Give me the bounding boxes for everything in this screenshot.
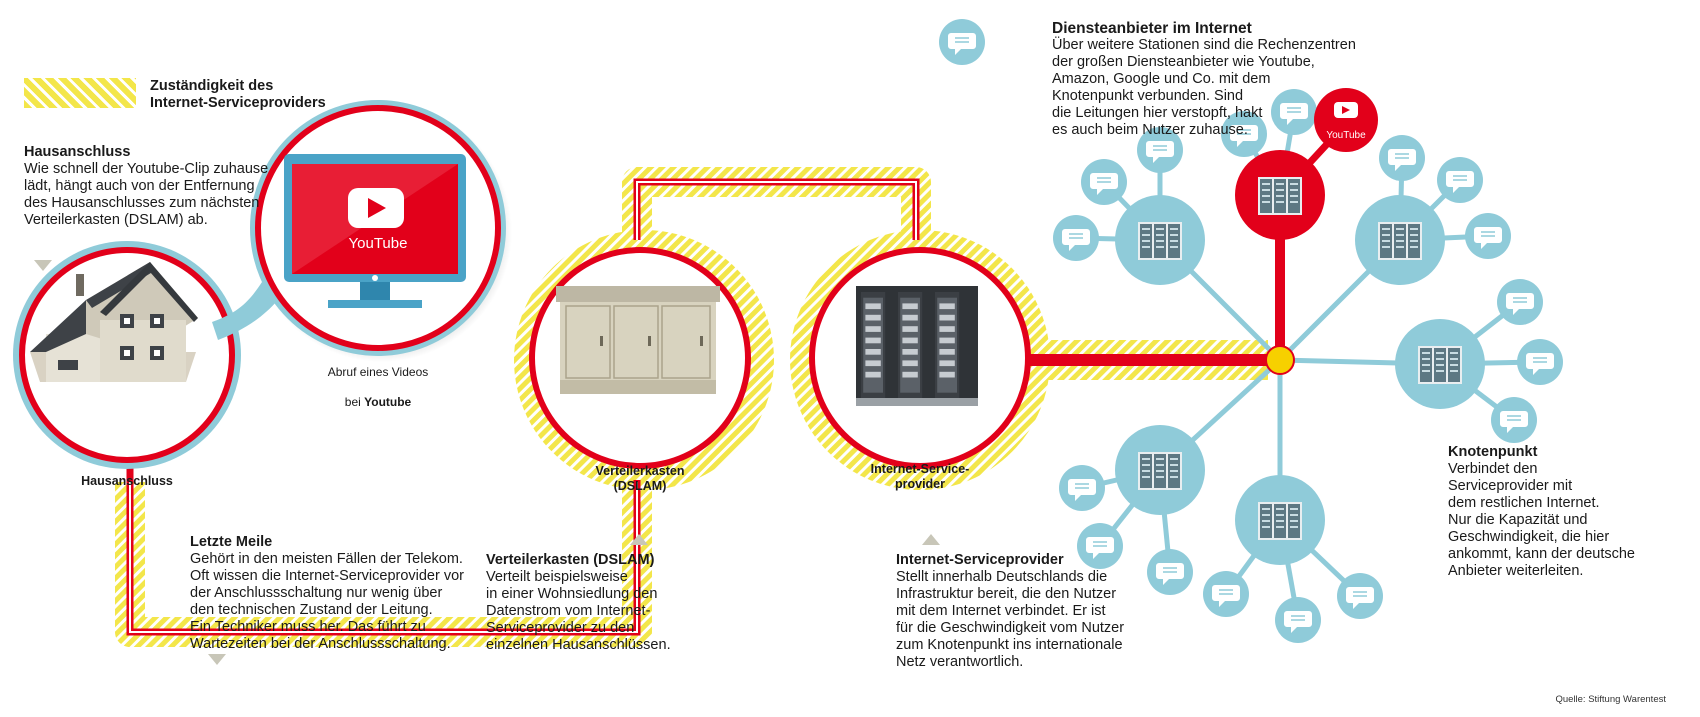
letzte-meile-body: Gehört in den meisten Fällen der Telekom… <box>190 551 464 652</box>
diensteanbieter-heading: Diensteanbieter im Internet <box>1052 20 1252 37</box>
verteilerkasten-label: Verteilerkasten (DSLAM) <box>595 464 685 493</box>
svg-text:YouTube: YouTube <box>1326 130 1366 141</box>
house-icon <box>30 262 198 382</box>
knotenpunkt-body: Verbindet den Serviceprovider mit dem re… <box>1448 461 1635 579</box>
knotenpunkt-heading: Knotenpunkt <box>1448 444 1538 460</box>
isp-text: Internet-Serviceprovider Stellt innerhal… <box>896 552 1156 671</box>
knotenpunkt-node <box>1265 345 1295 375</box>
hausanschluss-circle <box>13 241 241 469</box>
datacenter-node <box>1115 195 1205 285</box>
hausanschluss-heading: Hausanschluss <box>24 144 131 160</box>
video-caption: Abruf eines Videos bei Youtube <box>327 365 429 409</box>
source-note: Quelle: Stiftung Warentest <box>1555 694 1666 705</box>
datacenter-node <box>1395 319 1485 409</box>
arrow-up-icon <box>630 534 648 545</box>
isp-label: Internet-Service- provider <box>870 462 970 491</box>
cabinet-icon <box>556 286 720 394</box>
verteilerkasten-circle <box>529 247 751 469</box>
knotenpunkt-text: Knotenpunkt Verbindet den Serviceprovide… <box>1448 444 1668 580</box>
video-bubble <box>250 100 512 362</box>
server-rack-icon <box>856 286 978 406</box>
youtube-logo-text: YouTube <box>349 235 408 252</box>
datacenter-node <box>1355 195 1445 285</box>
verteilerkasten-text: Verteilerkasten (DSLAM) Verteilt beispie… <box>486 552 686 654</box>
legend-label: Zuständigkeit des Internet-Serviceprovid… <box>150 78 326 111</box>
arrow-up-icon <box>922 534 940 545</box>
arrow-down-icon <box>208 654 226 665</box>
diensteanbieter-body: Über weitere Stationen sind die Rechenze… <box>1052 37 1356 138</box>
datacenter-node <box>1115 425 1205 515</box>
diensteanbieter-text: Diensteanbieter im Internet Über weitere… <box>1052 20 1372 139</box>
isp-heading: Internet-Serviceprovider <box>896 552 1064 568</box>
letzte-meile-text: Letzte Meile Gehört in den meisten Fälle… <box>190 534 480 653</box>
datacenter-node <box>1235 475 1325 565</box>
hausanschluss-text: Hausanschluss Wie schnell der Youtube-Cl… <box>24 144 284 229</box>
letzte-meile-heading: Letzte Meile <box>190 534 273 550</box>
youtube-datacenter-node <box>1235 150 1325 240</box>
verteilerkasten-body: Verteilt beispielsweise in einer Wohnsie… <box>486 569 671 653</box>
hausanschluss-label: Hausanschluss <box>81 474 173 488</box>
hausanschluss-body: Wie schnell der Youtube-Clip zuhause läd… <box>24 161 269 228</box>
knotenpunkt-network: YouTube <box>938 18 1564 644</box>
isp-circle <box>809 247 1031 469</box>
arrow-down-icon <box>34 260 52 271</box>
monitor-icon <box>284 154 466 308</box>
youtube-badge: YouTube <box>1314 88 1378 152</box>
legend-swatch <box>24 78 136 108</box>
isp-body: Stellt innerhalb Deutschlands die Infras… <box>896 569 1125 670</box>
verteilerkasten-heading: Verteilerkasten (DSLAM) <box>486 552 655 568</box>
